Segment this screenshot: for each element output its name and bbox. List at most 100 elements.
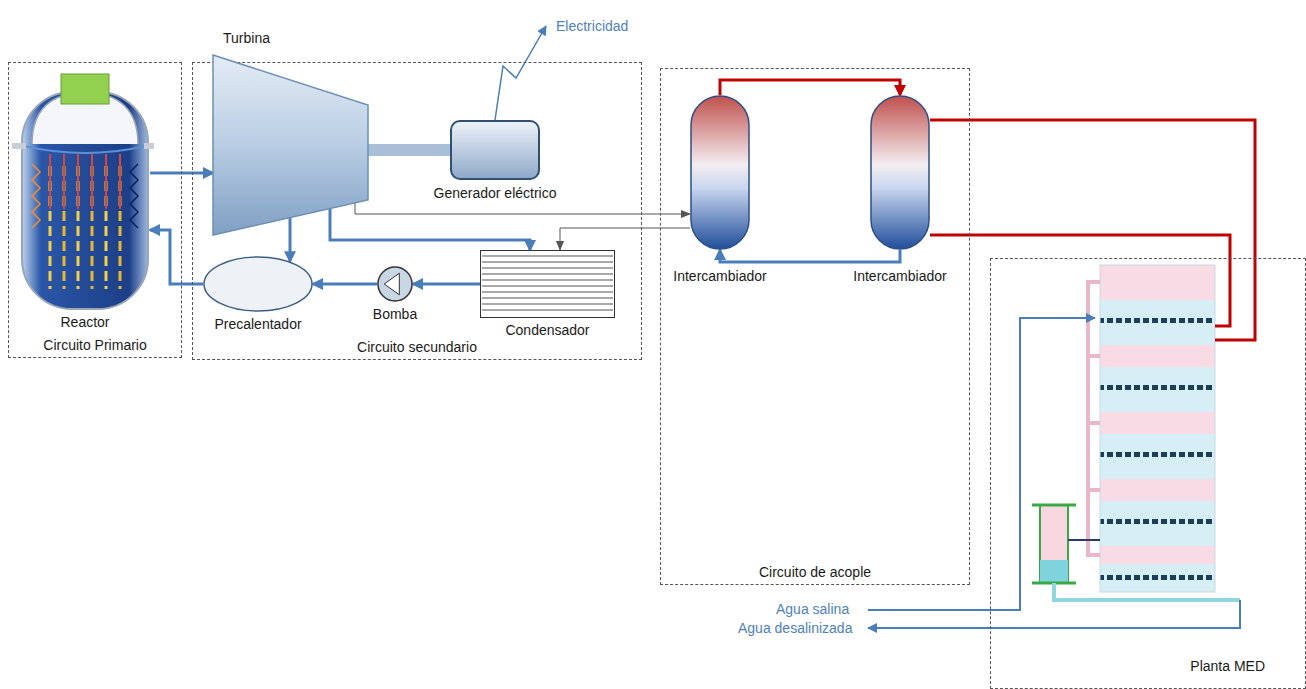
label-holder: Circuito de acople	[759, 564, 871, 580]
condenser-body	[481, 251, 615, 318]
vapour-line	[1068, 539, 1100, 541]
return-line	[560, 228, 690, 250]
effect-chamber	[1100, 300, 1215, 345]
vapour-space	[1100, 345, 1215, 367]
control-drive	[61, 74, 109, 104]
effect-chamber	[1100, 564, 1215, 592]
component-label: Generador eléctrico	[434, 185, 557, 201]
turbine: Turbina	[213, 28, 368, 235]
vessel-body	[22, 92, 148, 309]
effect-chamber	[1100, 367, 1215, 412]
tube-bundle	[1100, 575, 1215, 580]
flow-label-holder: Electricidad	[556, 18, 628, 34]
preheater-body	[204, 257, 312, 311]
component-label: Turbina	[223, 30, 270, 46]
condensate-line	[413, 283, 480, 286]
generator-body	[451, 121, 539, 179]
generator: Generador eléctrico	[450, 120, 540, 180]
label-holder: Planta MED	[1190, 658, 1265, 674]
label-holder: Circuito Primario	[43, 337, 146, 353]
final-condenser	[1040, 505, 1068, 583]
condenser-tube	[482, 292, 613, 293]
control-rod	[63, 154, 65, 209]
label-holder: Circuito secundario	[357, 339, 477, 355]
vapour-header	[1100, 265, 1215, 300]
condensate	[1040, 560, 1068, 583]
turbine-body	[213, 55, 368, 235]
coolant-flow	[32, 164, 40, 228]
product-pipe	[1054, 583, 1240, 600]
plant-outline	[1100, 265, 1215, 592]
flow-label: Agua desalinizada	[738, 620, 852, 636]
component-label: Reactor	[60, 314, 109, 330]
circuit-region: Circuito de acopleIntercambiadorIntercam…	[660, 68, 970, 585]
component-label: Condensador	[505, 322, 589, 338]
component-label: Bomba	[373, 306, 417, 322]
extraction-line	[355, 203, 690, 214]
water-level	[24, 146, 146, 153]
reactor-vessel: Reactor	[20, 74, 150, 310]
condenser-tube	[482, 256, 613, 257]
condenser-tube	[482, 304, 613, 305]
reactor-vessel-shape	[20, 74, 150, 310]
control-rod	[91, 154, 93, 209]
condenser-tube	[482, 280, 613, 281]
label-holder: Intercambiador	[673, 268, 766, 284]
exchanger-body	[691, 96, 749, 249]
preheater-shape	[203, 256, 313, 312]
condenser: Condensador	[480, 250, 615, 318]
label-holder: Reactor	[60, 314, 109, 330]
vapour-space	[1100, 479, 1215, 501]
region-title: Circuito secundario	[357, 339, 477, 355]
label-holder: Turbina	[223, 30, 270, 46]
product-outlet	[868, 600, 1240, 628]
coolant-flow	[130, 164, 138, 228]
pump-body	[378, 267, 412, 301]
heating-line	[930, 235, 1230, 258]
condenser-tube	[482, 268, 613, 269]
exchanger-body	[871, 96, 929, 249]
tube-bundle	[1100, 452, 1215, 457]
circuit-region: Circuito Primario Reactor	[8, 62, 182, 358]
tube-bundle	[1100, 519, 1215, 524]
electricity-bolt	[495, 26, 546, 120]
vapour-pipes	[1088, 282, 1100, 555]
pump-symbol	[384, 273, 399, 295]
condenser-tube	[482, 262, 613, 263]
heating-return	[1215, 258, 1230, 326]
condenser-caps	[1032, 505, 1076, 583]
cold-loop-line	[720, 250, 900, 262]
heat-exchanger-shape	[870, 95, 930, 250]
vapour-space	[1100, 412, 1215, 434]
turbine-shaft	[368, 144, 450, 156]
pump-shape	[377, 266, 413, 302]
heating-supply	[1215, 258, 1255, 340]
tube-bundle	[1100, 385, 1215, 390]
flow-label-holder: Agua salina	[776, 601, 849, 617]
condenser-tube	[482, 274, 613, 275]
generator-shape	[450, 120, 540, 180]
exhaust-line	[330, 209, 530, 250]
preheater: Precalentador	[203, 256, 313, 312]
tube-bundle	[1100, 318, 1215, 323]
effect-chamber	[1100, 434, 1215, 479]
heat-exchanger-shape	[690, 95, 750, 250]
control-rod	[77, 154, 79, 209]
condenser-shape	[480, 250, 615, 318]
saline-inlet	[868, 318, 1095, 610]
plant-region: Planta MED	[990, 258, 1306, 689]
pump: Bomba	[377, 266, 413, 302]
effect-chamber	[1100, 501, 1215, 546]
extraction-line	[289, 218, 292, 262]
component-label: Precalentador	[214, 316, 301, 332]
control-rod	[119, 154, 121, 209]
label-holder: Bomba	[373, 306, 417, 322]
heat-exchanger: Intercambiador	[870, 95, 930, 250]
region-title: Planta MED	[1190, 658, 1265, 674]
turbine-shape	[213, 28, 368, 235]
region-title: Circuito Primario	[43, 337, 146, 353]
